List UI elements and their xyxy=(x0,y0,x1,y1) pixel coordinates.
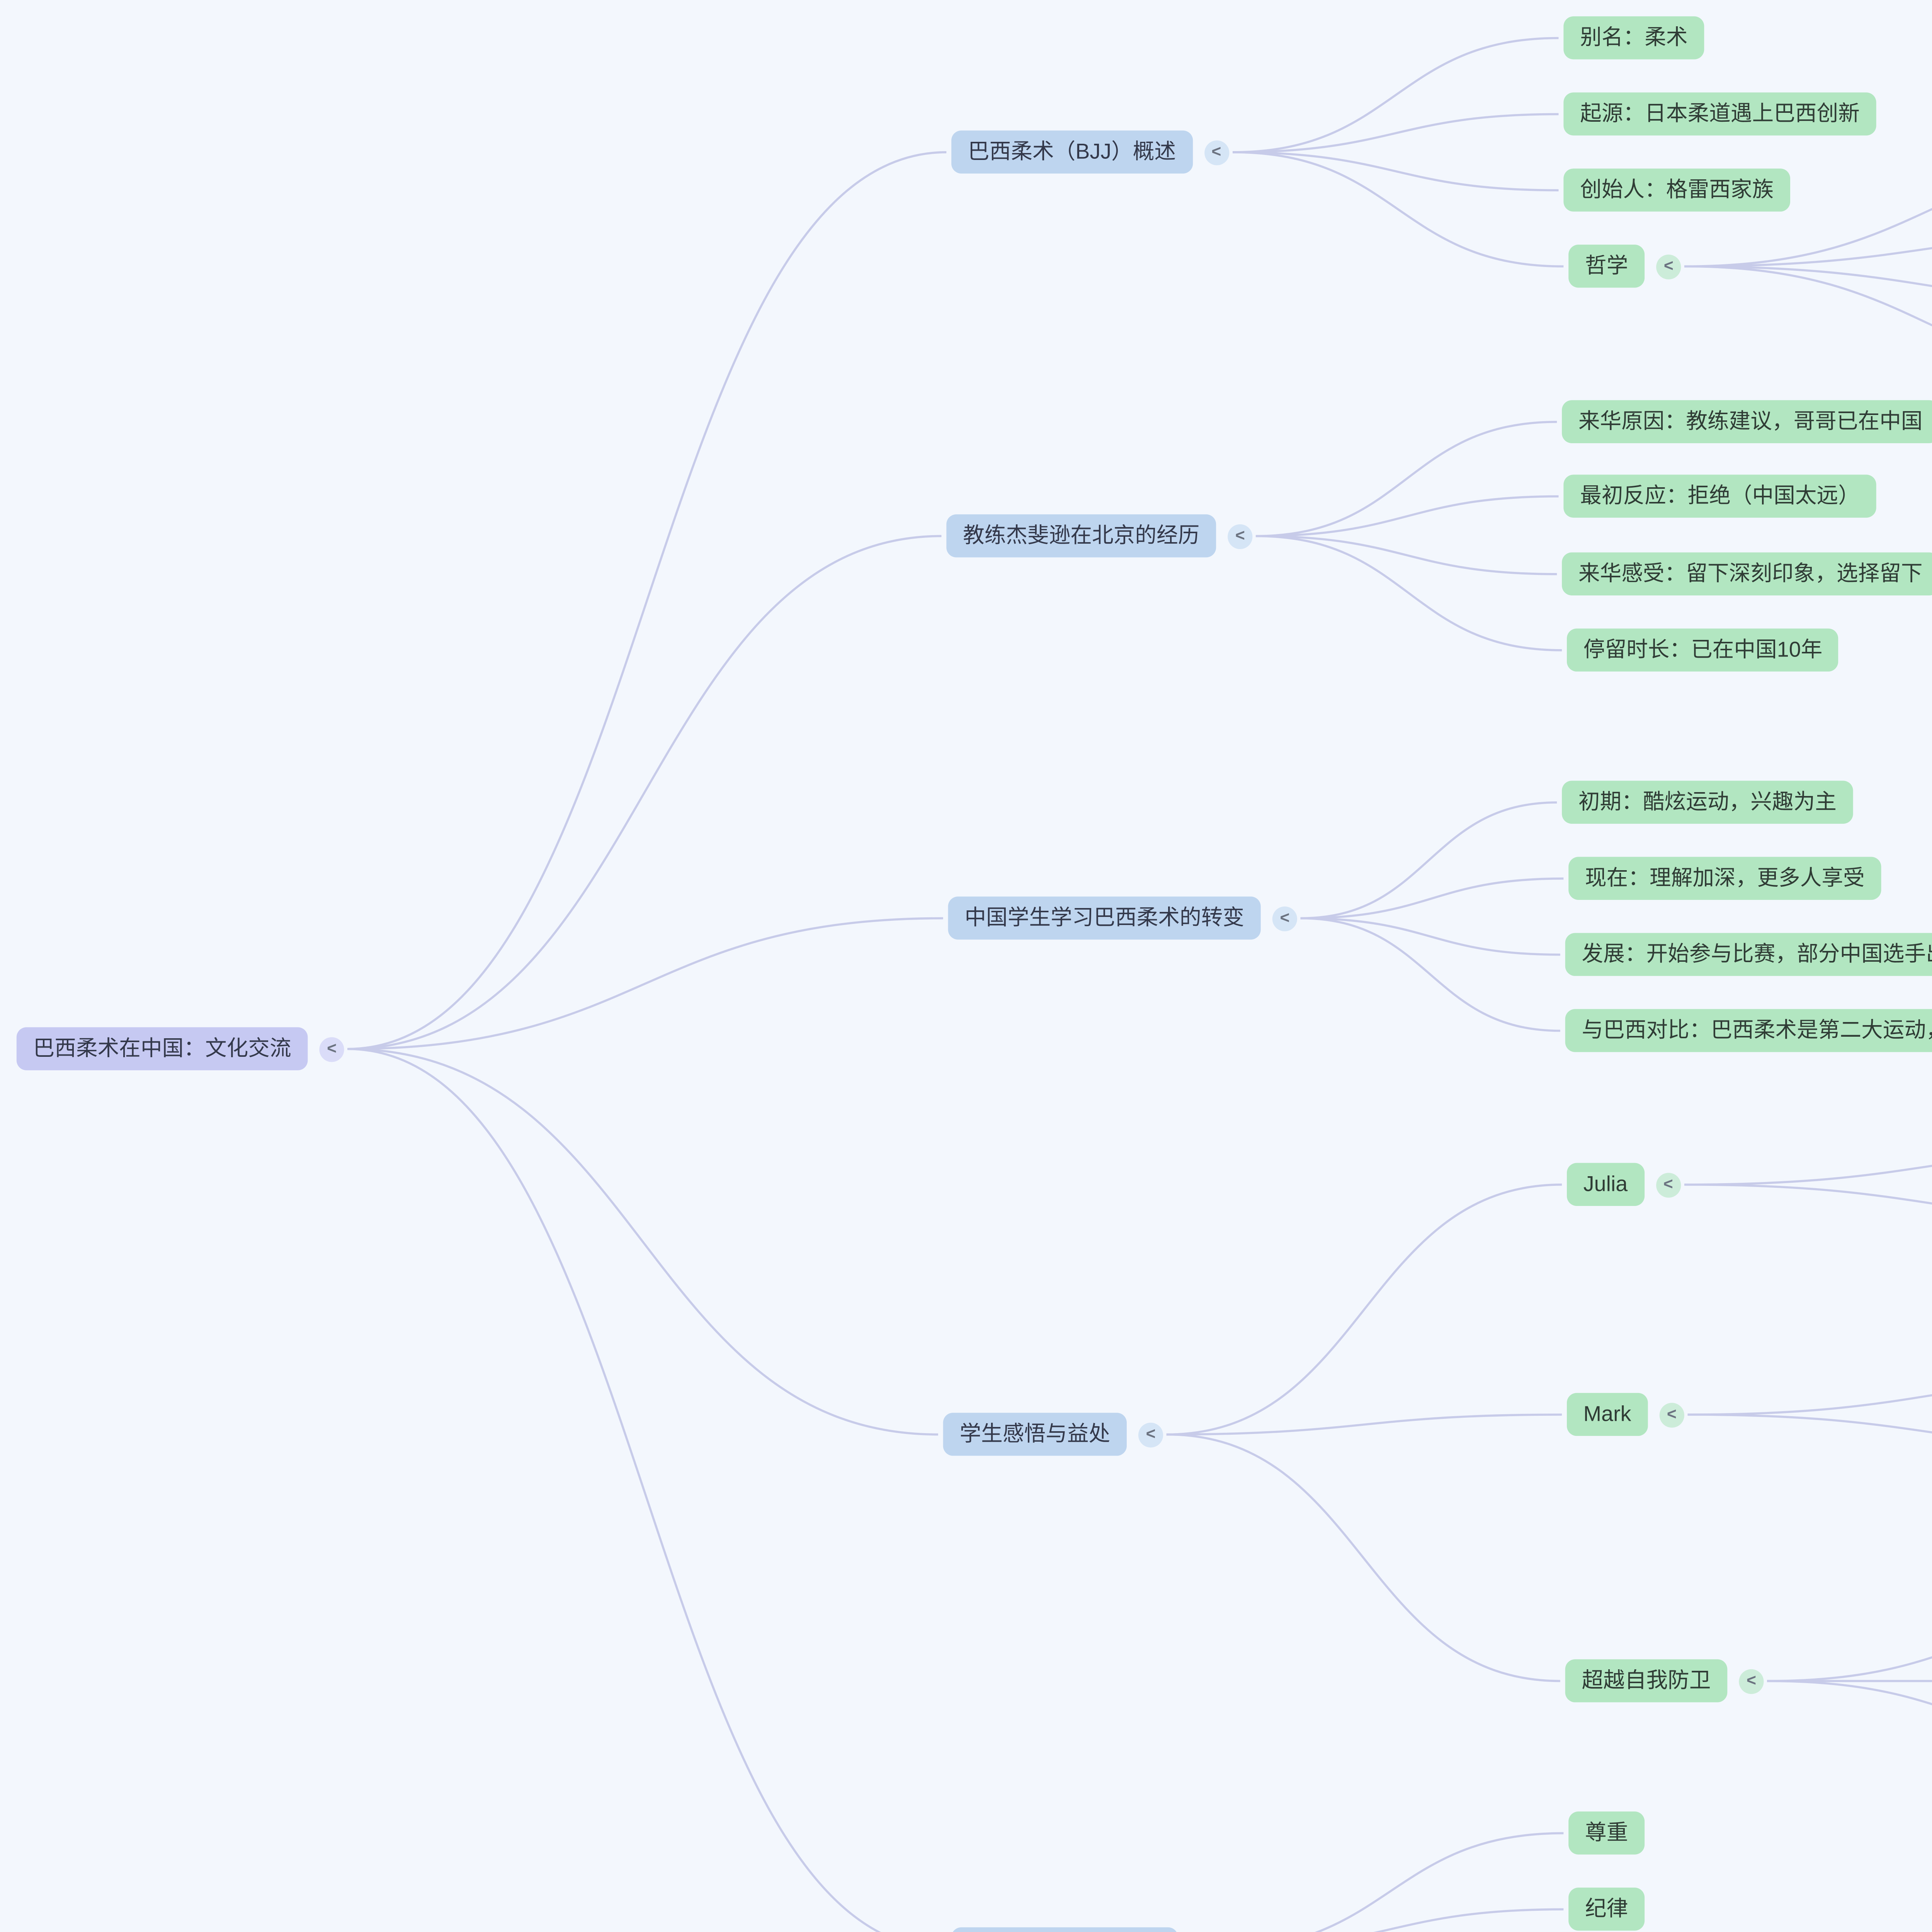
mindmap-root-node: 巴西柔术在中国：文化交流 < xyxy=(16,1027,344,1071)
connector-edge xyxy=(1767,1656,1932,1682)
mindmap-branch-node: 巴西柔术的核心价值< xyxy=(951,1927,1214,1932)
connector-edge xyxy=(1684,265,1932,287)
collapse-toggle-icon[interactable]: < xyxy=(1656,254,1681,279)
node-label[interactable]: 巴西柔术在中国：文化交流 xyxy=(16,1027,308,1071)
node-label[interactable]: 纪律 xyxy=(1568,1888,1645,1931)
connector-edge xyxy=(1255,535,1562,651)
node-label[interactable]: 创始人：格雷西家族 xyxy=(1563,168,1791,212)
connector-edge xyxy=(1684,265,1932,327)
connector-edge xyxy=(1233,113,1559,153)
connector-edge xyxy=(1684,1165,1932,1186)
node-label[interactable]: Mark xyxy=(1566,1393,1648,1437)
mindmap-leaf-node: 停留时长：已在中国10年 xyxy=(1566,628,1839,672)
connector-edge xyxy=(1687,1394,1932,1416)
mindmap-branch-node: 中国学生学习巴西柔术的转变 < xyxy=(948,896,1298,940)
connector-edge xyxy=(1255,535,1557,575)
mindmap-leaf-node: 发展：开始参与比赛，部分中国选手出国参赛且表现出色 xyxy=(1565,933,1932,976)
mindmap-branch-node: 教练杰斐逊在北京的经历 < xyxy=(946,514,1253,558)
node-label[interactable]: 超越自我防卫 xyxy=(1565,1659,1728,1703)
connector-edge xyxy=(347,151,947,1050)
connector-edge xyxy=(1233,37,1559,153)
mindmap-branch-node: 学生感悟与益处 < xyxy=(943,1413,1163,1456)
collapse-toggle-icon[interactable]: < xyxy=(1659,1402,1684,1427)
node-label[interactable]: 中国学生学习巴西柔术的转变 xyxy=(948,896,1261,940)
node-label[interactable]: Julia xyxy=(1566,1163,1645,1207)
mindmap-leaf-node: 起源：日本柔道遇上巴西创新 xyxy=(1563,92,1876,136)
connector-edge xyxy=(347,1048,881,1932)
mindmap-leaf-node: 尊重 xyxy=(1568,1811,1645,1855)
node-label[interactable]: 初期：酷炫运动，兴趣为主 xyxy=(1562,781,1853,824)
mindmap-branch-node: 巴西柔术（BJJ）概述 < xyxy=(951,130,1229,174)
node-label[interactable]: 停留时长：已在中国10年 xyxy=(1566,628,1839,672)
mindmap-leaf-node: 创始人：格雷西家族 xyxy=(1563,168,1791,212)
node-label[interactable]: 与巴西对比：巴西柔术是第二大运动，中国逐渐兴起 xyxy=(1565,1009,1932,1053)
mindmap-leaf-node: 超越自我防卫 < xyxy=(1565,1659,1764,1703)
connector-edge xyxy=(1166,1413,1562,1436)
connector-edge xyxy=(347,917,943,1050)
mindmap-leaf-node: Mark < xyxy=(1566,1393,1684,1437)
mindmap-leaf-node: 最初反应：拒绝（中国太远） xyxy=(1563,474,1876,518)
node-label[interactable]: 尊重 xyxy=(1568,1811,1645,1855)
connector-edge xyxy=(1767,1680,1932,1706)
node-label[interactable]: 巴西柔术（BJJ）概述 xyxy=(951,130,1192,174)
mindmap-leaf-node: 初期：酷炫运动，兴趣为主 xyxy=(1562,781,1853,824)
node-label[interactable]: 最初反应：拒绝（中国太远） xyxy=(1563,474,1876,518)
mindmap-leaf-node: 与巴西对比：巴西柔术是第二大运动，中国逐渐兴起 xyxy=(1565,1009,1932,1053)
node-label[interactable]: 教练杰斐逊在北京的经历 xyxy=(946,514,1216,558)
connector-edge xyxy=(347,535,942,1050)
mindmap-leaf-node: 哲学 < xyxy=(1568,245,1681,288)
mindmap-leaf-node: Julia < xyxy=(1566,1163,1681,1207)
connector-edge xyxy=(1233,151,1564,268)
connector-edge xyxy=(1373,1908,1564,1932)
connector-edge xyxy=(1300,917,1560,1032)
collapse-toggle-icon[interactable]: < xyxy=(1228,524,1253,549)
mindmap-leaf-node: 来华感受：留下深刻印象，选择留下 xyxy=(1562,552,1932,596)
collapse-toggle-icon[interactable]: < xyxy=(1204,139,1229,165)
connector-edge xyxy=(1300,801,1557,920)
node-label[interactable]: 发展：开始参与比赛，部分中国选手出国参赛且表现出色 xyxy=(1565,933,1932,976)
connector-edge xyxy=(1166,1184,1562,1436)
node-label[interactable]: 现在：理解加深，更多人享受 xyxy=(1568,857,1881,900)
node-label[interactable]: 哲学 xyxy=(1568,245,1645,288)
mindmap-leaf-node: 别名：柔术 xyxy=(1563,16,1704,60)
mindmap-leaf-node: 纪律 xyxy=(1568,1888,1645,1931)
collapse-toggle-icon[interactable]: < xyxy=(1739,1668,1764,1694)
mindmap-leaf-node: 现在：理解加深，更多人享受 xyxy=(1568,857,1881,900)
connector-edge xyxy=(1684,1184,1932,1205)
connector-edge xyxy=(1255,495,1559,537)
node-label[interactable]: 来华感受：留下深刻印象，选择留下 xyxy=(1562,552,1932,596)
collapse-toggle-icon[interactable]: < xyxy=(319,1036,344,1061)
collapse-toggle-icon[interactable]: < xyxy=(1656,1172,1681,1197)
connector-edge xyxy=(1684,247,1932,268)
connector-edge xyxy=(1315,1832,1564,1932)
connector-edge xyxy=(347,1048,938,1436)
node-label[interactable]: 起源：日本柔道遇上巴西创新 xyxy=(1563,92,1876,136)
collapse-toggle-icon[interactable]: < xyxy=(1138,1422,1163,1447)
connector-edge xyxy=(1687,1413,1932,1434)
connector-edge xyxy=(1255,421,1557,537)
connector-edge xyxy=(1166,1433,1560,1682)
connector-edge xyxy=(1233,151,1559,192)
node-label[interactable]: 学生感悟与益处 xyxy=(943,1413,1127,1456)
collapse-toggle-icon[interactable]: < xyxy=(1272,906,1298,931)
node-label[interactable]: 巴西柔术的核心价值 xyxy=(951,1927,1178,1932)
connector-edge xyxy=(1300,917,1560,956)
node-label[interactable]: 来华原因：教练建议，哥哥已在中国 xyxy=(1562,400,1932,444)
connector-edge xyxy=(1300,877,1564,920)
mindmap-leaf-node: 来华原因：教练建议，哥哥已在中国 xyxy=(1562,400,1932,444)
node-label[interactable]: 别名：柔术 xyxy=(1563,16,1704,60)
